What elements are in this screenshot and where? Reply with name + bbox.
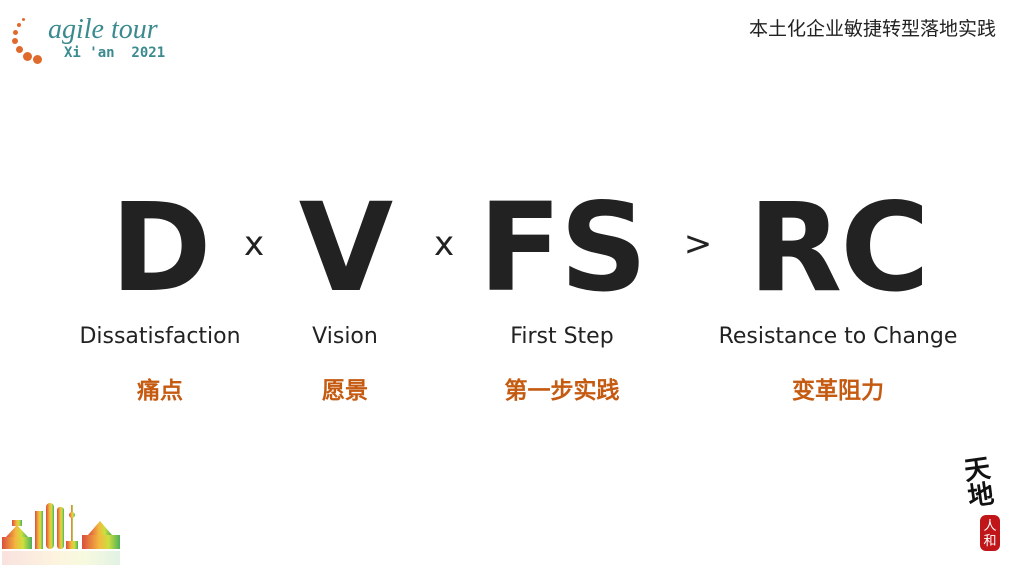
term-english: Resistance to Change	[718, 324, 958, 349]
term-resistance-to-change: RC Resistance to Change 变革阻力	[678, 186, 998, 405]
term-vision: V Vision 愿景	[205, 186, 485, 405]
term-symbol: V	[298, 177, 393, 319]
term-symbol: D	[110, 177, 211, 319]
slide-subtitle: 本土化企业敏捷转型落地实践	[748, 18, 996, 40]
term-symbol: RC	[748, 177, 929, 319]
term-chinese: 痛点	[137, 378, 183, 404]
operator-greater-than: >	[683, 224, 713, 264]
term-english: Dissatisfaction	[79, 324, 241, 349]
term-first-step: FS First Step 第一步实践	[422, 186, 702, 405]
term-chinese: 愿景	[322, 378, 368, 404]
operator-multiply: x	[433, 224, 455, 264]
term-english: First Step	[510, 324, 614, 349]
term-english: Vision	[312, 324, 378, 349]
term-chinese: 第一步实践	[504, 378, 620, 404]
term-dissatisfaction: D Dissatisfaction 痛点	[20, 186, 300, 405]
operator-multiply: x	[243, 224, 265, 264]
calligraphy-seal: 天地 人和	[962, 454, 1022, 570]
logo-subtitle: Xi 'an 2021	[64, 45, 166, 61]
agile-tour-logo: agile tour Xi 'an 2021	[8, 10, 178, 65]
logo-title: agile tour	[48, 14, 158, 45]
term-chinese: 变革阻力	[792, 378, 884, 404]
term-symbol: FS	[478, 177, 647, 319]
xian-skyline-icon	[2, 503, 120, 565]
